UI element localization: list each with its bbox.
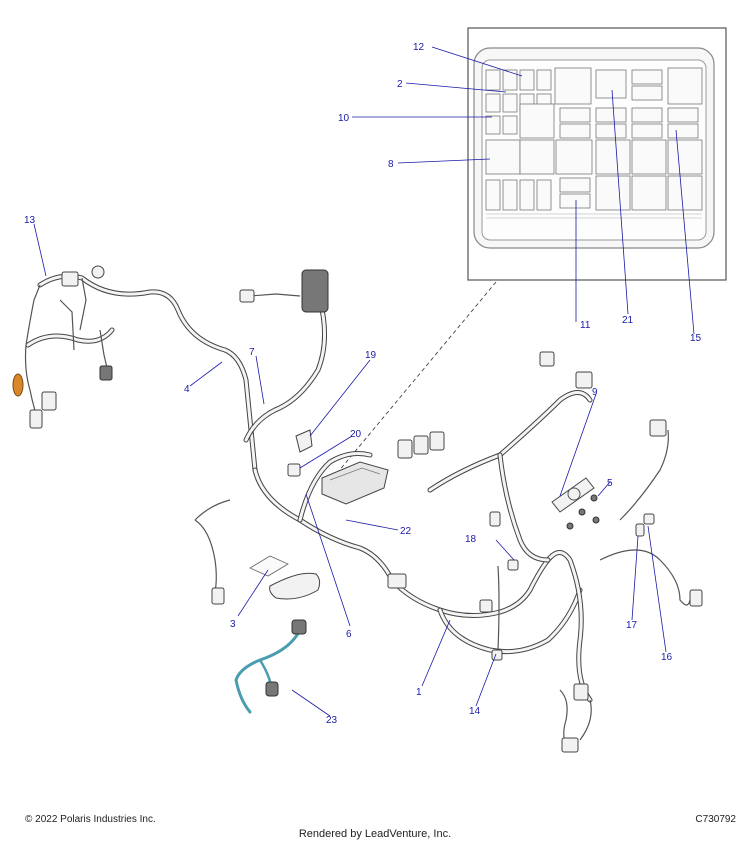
- mini-fuse-bank-bottom: [485, 177, 591, 211]
- part-19-clip: [295, 429, 313, 453]
- callout-17: 17: [626, 620, 638, 631]
- main-harness-1: [194, 351, 703, 753]
- callout-6: 6: [346, 629, 352, 640]
- callout-10: 10: [338, 113, 350, 124]
- callout-9: 9: [592, 387, 598, 398]
- callout-16: 16: [661, 652, 673, 663]
- callout-5: 5: [607, 478, 613, 489]
- leader-lines: [33, 223, 667, 717]
- orange-grommet: [12, 373, 24, 397]
- callout-14: 14: [469, 706, 481, 717]
- inset-leader: [337, 281, 497, 473]
- relay-bank: [485, 67, 703, 211]
- fuse-box-inset: [352, 27, 727, 335]
- part-17-16-clips: [635, 513, 655, 537]
- harness-fuse-box: [321, 461, 389, 505]
- part-20-connector: [287, 463, 301, 477]
- callout-2: 2: [397, 79, 403, 90]
- callout-13: 13: [24, 215, 36, 226]
- callout-4: 4: [184, 384, 190, 395]
- callout-21: 21: [622, 315, 634, 326]
- callout-23: 23: [326, 715, 338, 726]
- callout-8: 8: [388, 159, 394, 170]
- callout-20: 20: [350, 429, 362, 440]
- callout-1: 1: [416, 687, 422, 698]
- callout-11: 11: [580, 320, 591, 331]
- callout-labels: 1 2 3 4 5 6 7 8 9 10 11 12 13 14 15 16 1…: [24, 42, 702, 726]
- callout-19: 19: [365, 350, 377, 361]
- callout-22: 22: [400, 526, 412, 537]
- mini-fuse-bank-right: [559, 69, 699, 139]
- harness-13: [12, 265, 258, 473]
- mini-fuse-bank-top: [485, 69, 552, 135]
- copyright-text: © 2022 Polaris Industries Inc.: [25, 814, 156, 825]
- part-9-bracket: [551, 477, 595, 513]
- callout-3: 3: [230, 619, 236, 630]
- part-3-label: [249, 555, 321, 600]
- part-23-harness: [234, 619, 307, 714]
- callout-15: 15: [690, 333, 702, 344]
- callout-18: 18: [465, 534, 477, 545]
- render-credit: Rendered by LeadVenture, Inc.: [298, 828, 452, 840]
- callout-12: 12: [413, 42, 425, 53]
- part-5-screws: [566, 494, 600, 530]
- drawing-id: C730792: [695, 814, 736, 825]
- harness-4-branch: [239, 269, 329, 443]
- callout-7: 7: [249, 347, 255, 358]
